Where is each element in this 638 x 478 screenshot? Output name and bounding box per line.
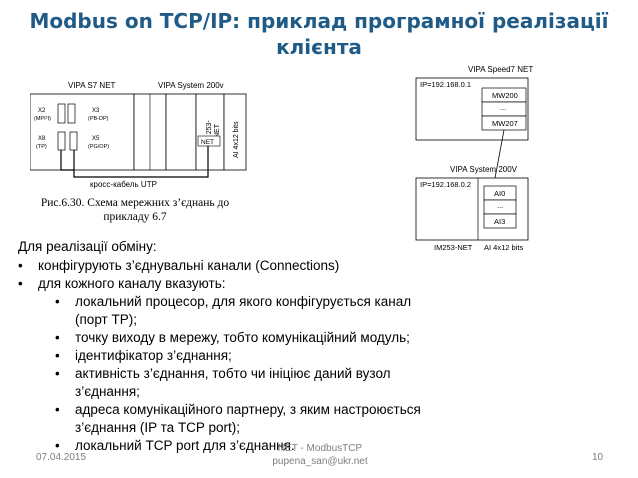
sub-list-item: адреса комунікаційного партнеру, з яким …: [18, 401, 438, 437]
sub-list-item: ідентифікатор з’єднання;: [18, 347, 438, 365]
net-port-box: [197, 135, 221, 147]
port-x5-label: X5: [92, 136, 100, 142]
port-x8-connector: [57, 131, 66, 151]
sub-list-item: активність з’єднання, тобто чи ініціює д…: [18, 365, 438, 401]
ai-dots: ...: [497, 201, 503, 210]
network-diagram-right: VIPA Speed7 NET IP=192.168.0.1 MW200 ...…: [415, 65, 533, 252]
port-x3-label: X3: [92, 108, 100, 114]
cable-label: кросс-кабель UTP: [90, 180, 157, 189]
ai-module: [223, 93, 247, 171]
ai-bottom: AI3: [494, 217, 505, 226]
label-system-200v: VIPA System 200V: [450, 165, 518, 174]
port-x5-connector: [69, 131, 78, 151]
sub-list-item: локальний процесор, для якого конфігурує…: [18, 293, 438, 329]
sub-list-item: локальний TCP port для з’єднання.: [18, 437, 438, 455]
ai-top: AI0: [494, 189, 505, 198]
port-x3-sub: (PB-DP): [88, 116, 109, 122]
footer-course: NET - ModbusTCP: [277, 443, 363, 454]
module-net-label: NET: [201, 139, 214, 146]
figure-caption: Рис.6.30. Схема мережних з’єднань до при…: [40, 197, 230, 223]
port-x5-sub: (PG/OP): [88, 144, 109, 150]
port-x8-sub: (TP): [36, 144, 47, 150]
cable-loop: [60, 150, 75, 171]
system-module-2: [165, 93, 197, 171]
speed7-ip: IP=192.168.0.1: [420, 80, 471, 89]
module-im-label: IM 253-: [206, 120, 213, 144]
network-diagram-left: VIPA S7 NET VIPA System 200v X2 (MPI²I) …: [30, 81, 247, 189]
body-text: Для реалізації обміну: конфігурують з’єд…: [18, 238, 438, 455]
label-im253-net: IM253-NET: [434, 243, 473, 252]
label-ai-bits: AI 4x12 bits: [484, 243, 523, 252]
s7-net-body: [30, 93, 135, 171]
port-x2-connector: [57, 103, 66, 124]
port-x2-label: X2: [38, 108, 46, 114]
mw-bottom: MW207: [492, 119, 518, 128]
port-x3-connector: [67, 103, 76, 124]
mw-dots: ...: [500, 103, 506, 112]
system-ip: IP=192.168.0.2: [420, 180, 471, 189]
body-lead: Для реалізації обміну:: [18, 239, 157, 254]
main-list: конфігурують з’єднувальні канали (Connec…: [18, 257, 438, 293]
sub-list-item: точку виходу в мережу, тобто комунікацій…: [18, 329, 438, 347]
slide-title: Modbus on TCP/IP: приклад програмної реа…: [29, 9, 609, 59]
page-number: 10: [592, 452, 604, 463]
module-ai-label: AI 4x12 bits: [233, 121, 240, 158]
label-vipa-s7-net: VIPA S7 NET: [68, 81, 116, 90]
port-x2-sub: (MPI²I): [34, 116, 51, 122]
footer-date: 07.04.2015: [36, 452, 87, 463]
footer-center: NET - ModbusTCP pupena_san@ukr.net: [230, 442, 410, 468]
mw-top: MW200: [492, 91, 518, 100]
label-speed7: VIPA Speed7 NET: [468, 65, 533, 74]
port-x8-label: X8: [38, 136, 46, 142]
list-item: конфігурують з’єднувальні канали (Connec…: [18, 257, 438, 275]
im-253-net-module: [195, 93, 225, 171]
list-item: для кожного каналу вказують:: [18, 275, 438, 293]
footer-email: pupena_san@ukr.net: [272, 456, 368, 467]
label-vipa-system-200v: VIPA System 200v: [158, 81, 224, 90]
ai-bottom-cell: [483, 213, 517, 229]
sub-list: локальний процесор, для якого конфігурує…: [18, 293, 438, 455]
utp-cable: [73, 146, 209, 178]
module-im-label-2: NET: [214, 123, 221, 138]
